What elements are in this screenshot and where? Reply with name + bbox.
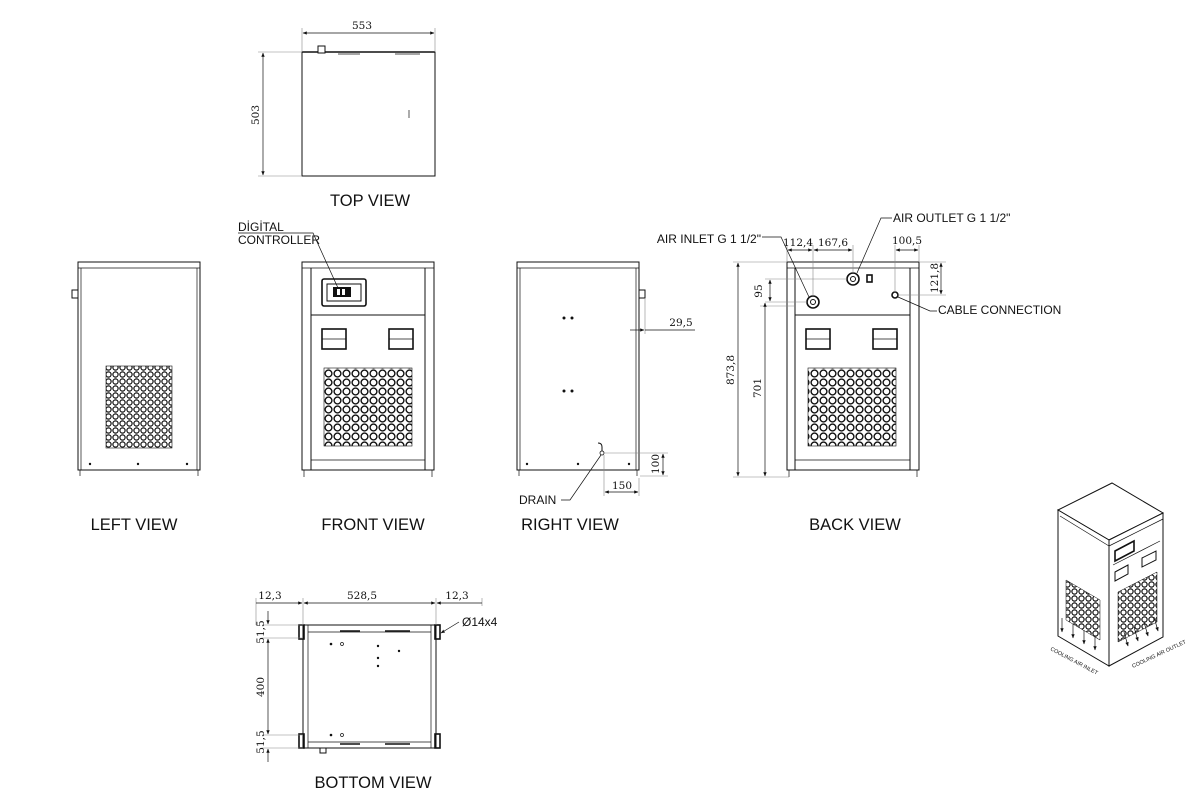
back-view-title: BACK VIEW (809, 516, 901, 534)
air-inlet-label: AIR INLET G 1 1/2" (657, 232, 761, 246)
air-outlet-label: AIR OUTLET G 1 1/2" (893, 211, 1010, 225)
top-view-title: TOP VIEW (330, 192, 411, 210)
top-depth-dimension: 503 (250, 105, 262, 125)
drain-label: DRAIN (519, 493, 556, 507)
back-cable-y-dimension: 121,8 (929, 263, 941, 293)
right-offset-dimension: 29,5 (669, 317, 692, 329)
bottom-span-dimension: 400 (255, 677, 267, 697)
top-view: 553 503 TOP VIEW (250, 20, 436, 210)
back-cable-x-dimension: 100,5 (892, 235, 922, 247)
bottom-edge-bottom-dimension: 51,5 (255, 730, 267, 753)
digital-controller-label-2: CONTROLLER (238, 233, 320, 247)
bottom-view: 12,3 528,5 12,3 51,5 400 51,5 Ø14x4 BOTT… (255, 590, 498, 792)
front-view-title: FRONT VIEW (321, 516, 425, 534)
right-view-title: RIGHT VIEW (521, 516, 619, 534)
cable-connection-label: CABLE CONNECTION (938, 303, 1061, 317)
back-inlet-x-dimension: 112,4 (783, 237, 813, 249)
top-width-dimension: 553 (352, 20, 372, 32)
bottom-left-dimension: 12,3 (258, 590, 281, 602)
front-view: DİGİTAL CONTROLLER FRONT VIEW (238, 220, 435, 534)
bottom-right-dimension: 12,3 (445, 590, 468, 602)
bottom-width-dimension: 528,5 (347, 590, 377, 602)
isometric-view: COOLING AIR INLET COOLING AIR OUTLET (1049, 482, 1188, 677)
back-total-height-dimension: 873,8 (725, 355, 737, 385)
back-inlet-y-dimension: 95 (753, 284, 765, 297)
drain-offset-dimension: 150 (612, 480, 632, 492)
back-body-height-dimension: 701 (752, 378, 764, 398)
back-outlet-x-dimension: 167,6 (818, 237, 848, 249)
right-view: 29,5 100 150 DRAIN RIGHT VIEW (516, 261, 695, 534)
bottom-view-title: BOTTOM VIEW (314, 774, 431, 792)
back-view: 112,4 167,6 100,5 121,8 95 873,8 701 AIR… (657, 211, 1061, 534)
drain-height-dimension: 100 (650, 454, 662, 474)
left-view-title: LEFT VIEW (91, 516, 178, 534)
bottom-edge-top-dimension: 51,5 (255, 620, 267, 643)
digital-controller-label-1: DİGİTAL (238, 220, 284, 234)
left-view: LEFT VIEW (71, 261, 201, 534)
hole-spec-label: Ø14x4 (462, 615, 498, 629)
